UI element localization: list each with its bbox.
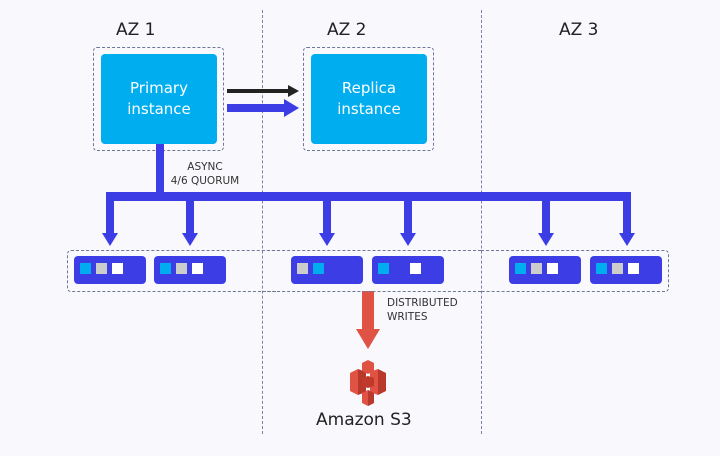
storage-node [291, 256, 363, 284]
segment-cyan [378, 263, 389, 274]
replica-line2: instance [337, 100, 401, 118]
replica-instance: Replica instance [311, 54, 427, 144]
segment-cyan [313, 263, 324, 274]
segment-gray [96, 263, 107, 274]
zone-label-az2: AZ 2 [327, 20, 367, 40]
writes-label-line2: WRITES [387, 311, 428, 323]
segment-cyan [160, 263, 171, 274]
segment-white [547, 263, 558, 274]
storage-group-az1 [67, 250, 278, 292]
primary-line1: Primary [130, 79, 188, 97]
black-replication-arrow [227, 85, 299, 97]
zone-divider-2 [481, 10, 482, 434]
drop-arrow-6 [619, 196, 635, 246]
segment-gray [176, 263, 187, 274]
storage-node [372, 256, 444, 284]
zone-label-az3: AZ 3 [559, 20, 599, 40]
segment-gray [531, 263, 542, 274]
zone-divider-1 [262, 10, 263, 434]
quorum-bus [106, 192, 631, 201]
segment-white [112, 263, 123, 274]
segment-white [192, 263, 203, 274]
segment-cyan [80, 263, 91, 274]
drop-arrow-3 [319, 196, 335, 246]
storage-node [74, 256, 146, 284]
segment-gray [297, 263, 308, 274]
quorum-label: ASYNC 4/6 QUORUM [168, 160, 242, 188]
replica-container [303, 47, 434, 151]
segment-gray [612, 263, 623, 274]
quorum-trunk [156, 144, 164, 198]
quorum-label-line1: ASYNC [187, 161, 223, 173]
storage-node [590, 256, 662, 284]
drop-arrow-1 [102, 196, 118, 246]
amazon-s3-icon [350, 360, 386, 406]
blue-replication-arrow [227, 99, 299, 117]
primary-instance: Primary instance [101, 54, 217, 144]
segment-white [410, 263, 421, 274]
s3-label: Amazon S3 [316, 410, 412, 430]
writes-label-line1: DISTRIBUTED [387, 297, 458, 309]
quorum-label-line2: 4/6 QUORUM [170, 175, 240, 187]
storage-group-az3 [481, 250, 669, 292]
segment-cyan [596, 263, 607, 274]
drop-arrow-2 [182, 196, 198, 246]
primary-line2: instance [127, 100, 191, 118]
storage-group-az2 [262, 250, 481, 292]
drop-arrow-5 [538, 196, 554, 246]
writes-label: DISTRIBUTED WRITES [387, 296, 458, 324]
segment-cyan [515, 263, 526, 274]
distributed-writes-arrow [356, 291, 380, 349]
segment-white [628, 263, 639, 274]
replica-line1: Replica [341, 79, 397, 97]
drop-arrow-4 [400, 196, 416, 246]
storage-node [154, 256, 226, 284]
zone-label-az1: AZ 1 [116, 20, 156, 40]
storage-node [509, 256, 581, 284]
